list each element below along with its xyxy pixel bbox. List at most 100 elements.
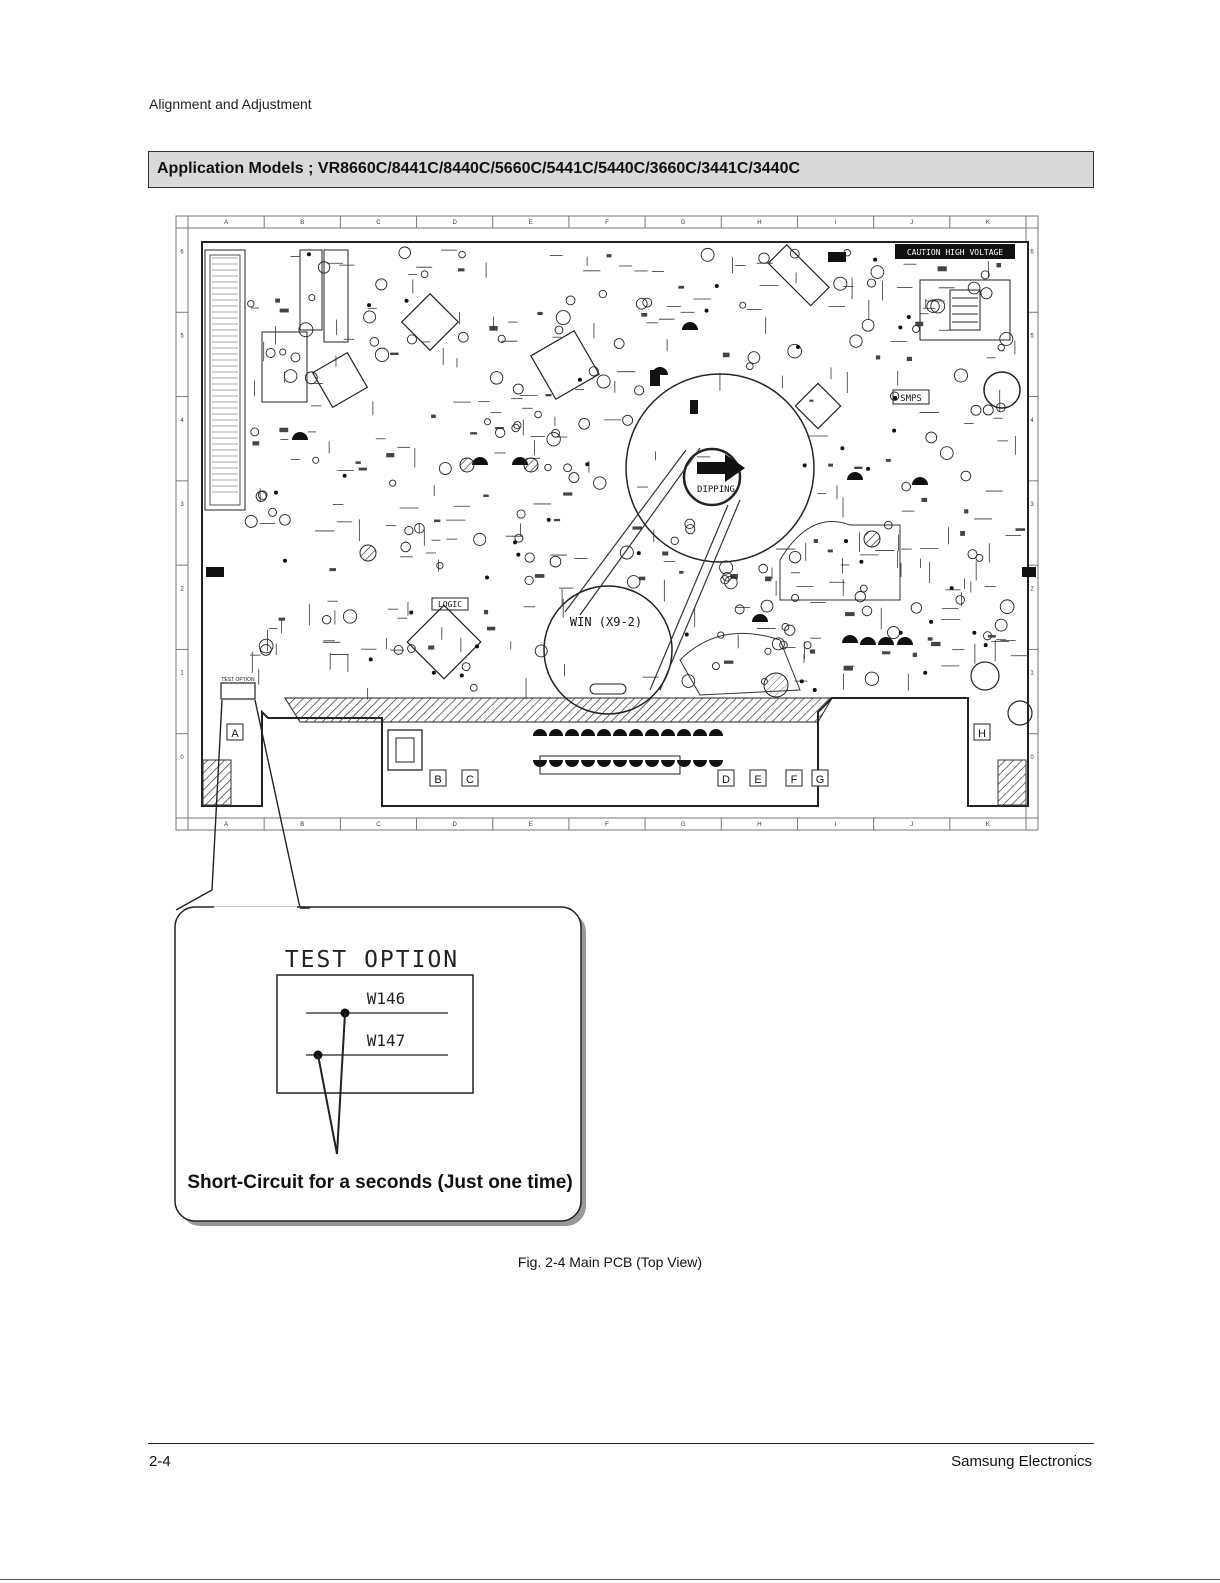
component-field xyxy=(212,246,1029,700)
capacitor xyxy=(593,476,607,490)
capacitor xyxy=(469,683,478,692)
grid-col-label-bottom: C xyxy=(376,822,381,828)
resistor xyxy=(813,539,819,543)
via xyxy=(844,539,849,544)
motor-outline xyxy=(679,632,801,696)
capacitor xyxy=(803,641,812,650)
via xyxy=(799,679,804,684)
hatched-component-1 xyxy=(359,544,377,562)
electrolytic-capacitor xyxy=(629,729,643,736)
via xyxy=(802,463,807,468)
capacitor xyxy=(512,383,524,395)
capacitor xyxy=(681,674,696,688)
grid-row-label-left: 0 xyxy=(180,755,184,761)
capacitor xyxy=(994,618,1008,632)
capacitor xyxy=(342,609,358,624)
capacitor xyxy=(321,615,332,625)
electrolytic-capacitor xyxy=(661,760,675,767)
via xyxy=(714,283,719,288)
capacitor xyxy=(642,297,653,308)
grid-row-label-right: 1 xyxy=(1030,671,1034,677)
resistor xyxy=(678,285,685,289)
resistor xyxy=(390,352,399,356)
black-blocks xyxy=(206,252,1036,577)
via xyxy=(404,298,409,303)
capacitor xyxy=(613,338,625,349)
electrolytic-capacitor xyxy=(292,432,308,440)
capacitor xyxy=(955,595,965,605)
connector-letter: C xyxy=(466,774,474,786)
resistor xyxy=(355,461,361,464)
resistor xyxy=(279,308,289,313)
bottom-connector-inner xyxy=(395,737,415,763)
capacitor xyxy=(375,278,388,291)
resistor xyxy=(845,612,855,617)
via xyxy=(795,345,800,350)
capacitor xyxy=(484,418,492,426)
capacitor xyxy=(861,605,873,617)
arrow-icon xyxy=(697,454,745,482)
electrolytic-capacitor xyxy=(597,729,611,736)
via xyxy=(684,632,689,637)
capacitor xyxy=(866,278,877,288)
resistor xyxy=(885,458,891,462)
electrolytic-capacitor xyxy=(549,729,563,736)
capacitor-row xyxy=(292,322,928,767)
connector-letter-box xyxy=(785,769,803,787)
grid-col-label-top: F xyxy=(605,220,609,226)
resistor xyxy=(639,576,646,581)
capacitor xyxy=(967,281,981,295)
grid-row-label-right: 3 xyxy=(1030,502,1034,508)
resistor xyxy=(278,617,286,621)
via xyxy=(892,428,897,433)
electrolytic-capacitor xyxy=(581,729,595,736)
capacitor xyxy=(883,520,893,530)
capacitor xyxy=(999,332,1014,346)
capacitor xyxy=(458,250,466,259)
callout-title: TEST OPTION xyxy=(285,947,459,973)
electrolytic-capacitor xyxy=(661,729,675,736)
via xyxy=(873,257,878,262)
hatched-component-5 xyxy=(763,672,789,698)
via xyxy=(840,446,845,451)
capacitor xyxy=(997,343,1005,352)
large-capacitor xyxy=(983,371,1021,409)
capacitor xyxy=(457,331,469,343)
connector-letter-box xyxy=(749,769,767,787)
win-slot xyxy=(589,683,627,695)
resistor xyxy=(545,394,552,397)
electrolytic-capacitor xyxy=(581,760,595,767)
capacitor xyxy=(247,300,255,308)
capacitor xyxy=(760,599,774,613)
capacitor xyxy=(524,575,534,586)
application-models-banner: Application Models ; VR8660C/8441C/8440C… xyxy=(148,151,1094,188)
capacitor xyxy=(268,507,278,517)
via xyxy=(367,303,372,308)
via xyxy=(906,314,911,319)
resistor xyxy=(722,352,730,358)
capacitor xyxy=(497,334,506,343)
electrolytic-capacitor xyxy=(897,637,913,645)
grid-col-label-top: A xyxy=(224,220,228,226)
grid-row-label-left: 5 xyxy=(180,334,184,340)
via xyxy=(866,466,871,471)
electrolytic-capacitor xyxy=(709,760,723,767)
grid-row-label-left: 4 xyxy=(180,418,184,424)
grid-row-label-left: 1 xyxy=(180,671,184,677)
capacitor xyxy=(634,385,645,396)
via xyxy=(409,610,414,615)
dipping-ring xyxy=(682,447,742,507)
grid-row-label-right: 5 xyxy=(1030,334,1034,340)
electrolytic-capacitor xyxy=(682,322,698,330)
section-title: Alignment and Adjustment xyxy=(149,96,312,112)
capacitor xyxy=(635,297,648,310)
capacitor xyxy=(739,301,747,309)
resistor xyxy=(641,313,648,317)
via xyxy=(893,396,898,401)
connector-letter: H xyxy=(978,728,986,740)
capacitor xyxy=(901,481,912,492)
resistor xyxy=(275,298,280,303)
capacitor xyxy=(717,631,725,639)
capacitor xyxy=(849,334,863,348)
capstan-outline xyxy=(779,521,901,601)
